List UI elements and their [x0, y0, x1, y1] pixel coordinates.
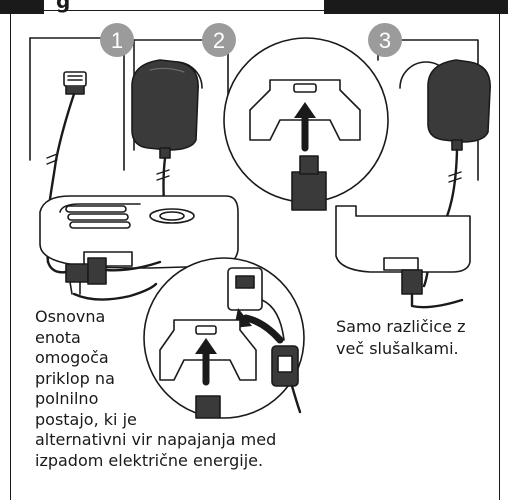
wall-panel-1	[29, 37, 125, 171]
step-badge-1: 1	[111, 28, 123, 53]
base-unit	[39, 195, 239, 269]
caption-multi-handset: Samo različice z več slušalkami.	[336, 317, 466, 358]
wall-panel-2	[131, 39, 229, 159]
step-badge-2: 2	[213, 28, 225, 53]
caption-base-unit: Osnovna enota omogoča priklop na polniln…	[35, 307, 277, 470]
zoom-circle-bottom	[143, 257, 305, 419]
header-title: g	[56, 0, 71, 13]
charger-unit	[335, 205, 471, 309]
content-frame	[10, 10, 500, 500]
wall-panel-3	[377, 39, 491, 181]
step-badges	[100, 23, 402, 57]
zoom-circle-top	[223, 37, 389, 211]
base-plugs	[46, 257, 162, 301]
step-badge-3: 3	[379, 28, 391, 53]
